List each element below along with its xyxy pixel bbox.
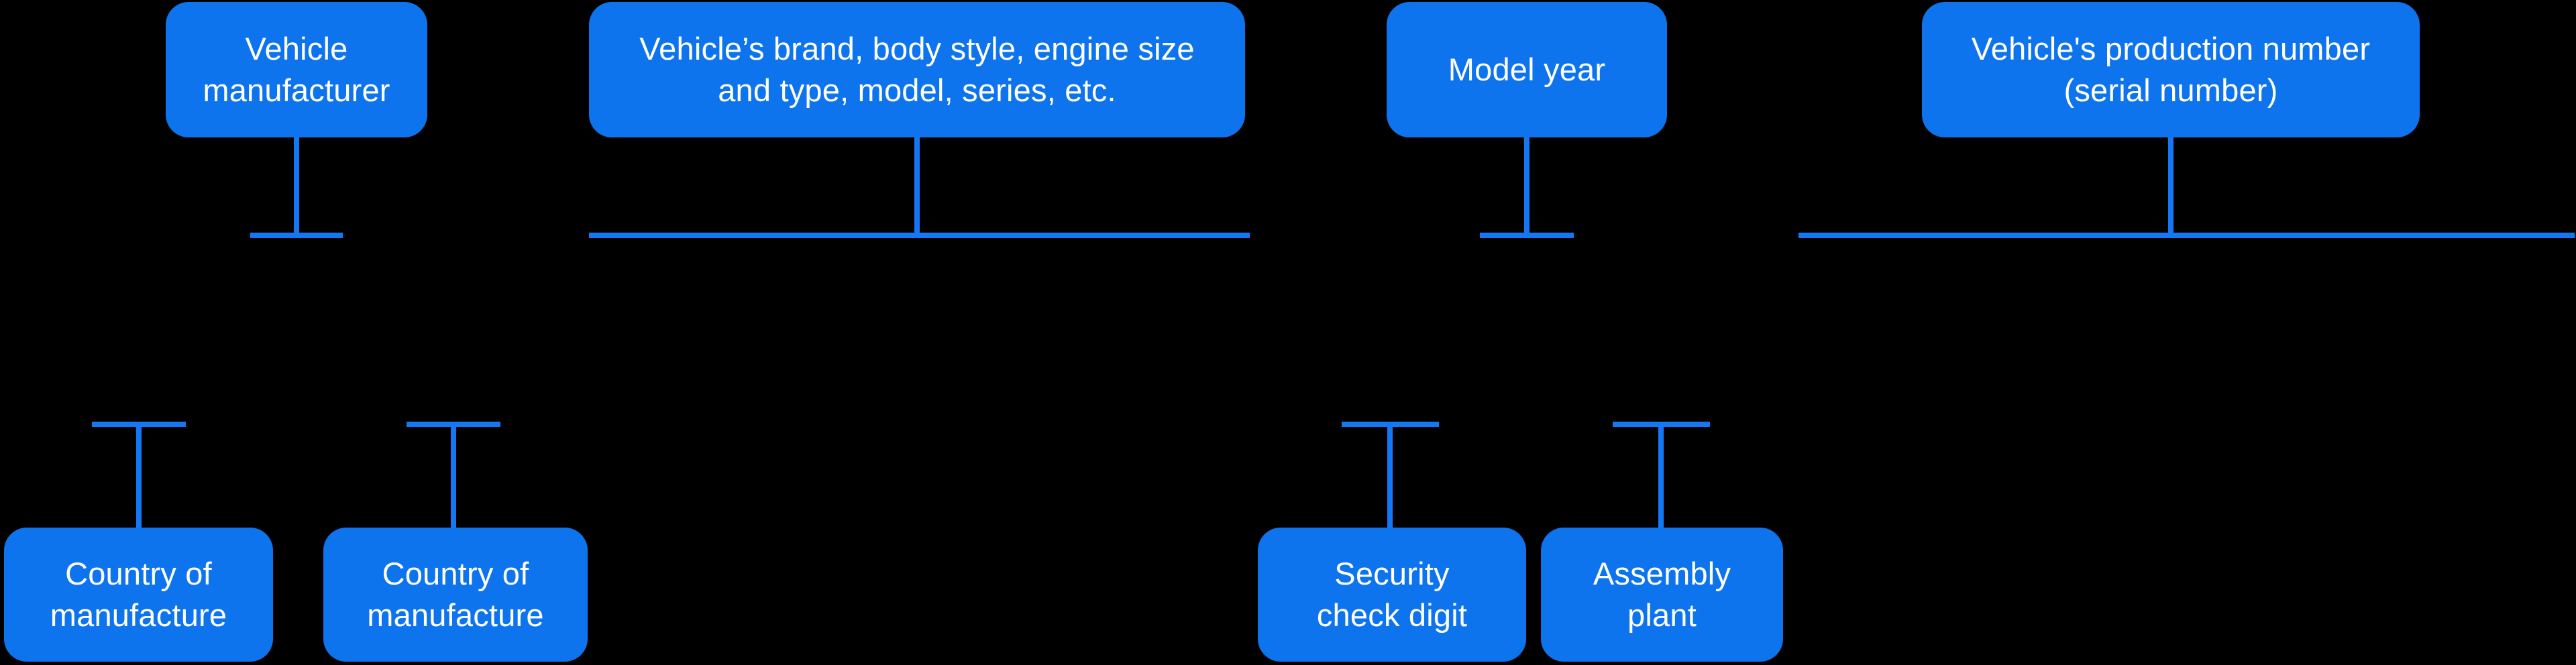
node-production-number: Vehicle's production number (serial numb… — [1922, 2, 2420, 137]
node-assembly-plant: Assembly plant — [1541, 528, 1783, 662]
connector-stem-assembly-plant — [1658, 427, 1664, 528]
connector-bar-production-number — [1799, 233, 2575, 238]
connector-bar-assembly-plant — [1613, 422, 1710, 427]
node-label-line: Assembly — [1593, 556, 1731, 591]
connector-bar-security-check-digit — [1342, 422, 1439, 427]
node-country-of-manufacture-1: Country of manufacture — [4, 528, 273, 662]
connector-bar-vehicle-manufacturer — [250, 233, 343, 238]
connector-bar-brand-body-style — [589, 233, 1250, 238]
connector-stem-model-year — [1524, 137, 1529, 233]
node-label-line: plant — [1627, 597, 1697, 633]
node-label-line: (serial number) — [2063, 72, 2278, 108]
node-brand-body-style: Vehicle’s brand, body style, engine size… — [589, 2, 1245, 137]
node-label-line: Vehicle’s brand, body style, engine size — [639, 31, 1195, 66]
node-label-line: and type, model, series, etc. — [718, 72, 1116, 108]
connector-stem-security-check-digit — [1387, 427, 1393, 528]
node-vehicle-manufacturer: Vehicle manufacturer — [166, 2, 427, 137]
connector-bar-model-year — [1480, 233, 1574, 238]
node-label-line: manufacturer — [203, 72, 390, 108]
connector-bar-country-of-manufacture-1 — [92, 422, 186, 427]
node-label-line: Country of — [382, 556, 529, 591]
node-label-line: Model year — [1448, 52, 1606, 87]
node-label-line: manufacture — [367, 597, 544, 633]
node-security-check-digit: Security check digit — [1258, 528, 1526, 662]
connector-stem-brand-body-style — [914, 137, 920, 233]
node-label-line: Vehicle — [245, 31, 348, 66]
node-label-line: Security — [1334, 556, 1450, 591]
node-model-year: Model year — [1387, 2, 1667, 137]
connector-stem-country-of-manufacture-1 — [136, 427, 142, 528]
node-label-line: check digit — [1316, 597, 1468, 633]
node-label-line: Country of — [65, 556, 212, 591]
node-label-line: manufacture — [50, 597, 227, 633]
connector-stem-country-of-manufacture-2 — [451, 427, 456, 528]
connector-bar-country-of-manufacture-2 — [407, 422, 500, 427]
node-label-line: Vehicle's production number — [1971, 31, 2371, 66]
connector-stem-vehicle-manufacturer — [294, 137, 299, 233]
connector-stem-production-number — [2168, 137, 2174, 233]
node-country-of-manufacture-2: Country of manufacture — [323, 528, 588, 662]
